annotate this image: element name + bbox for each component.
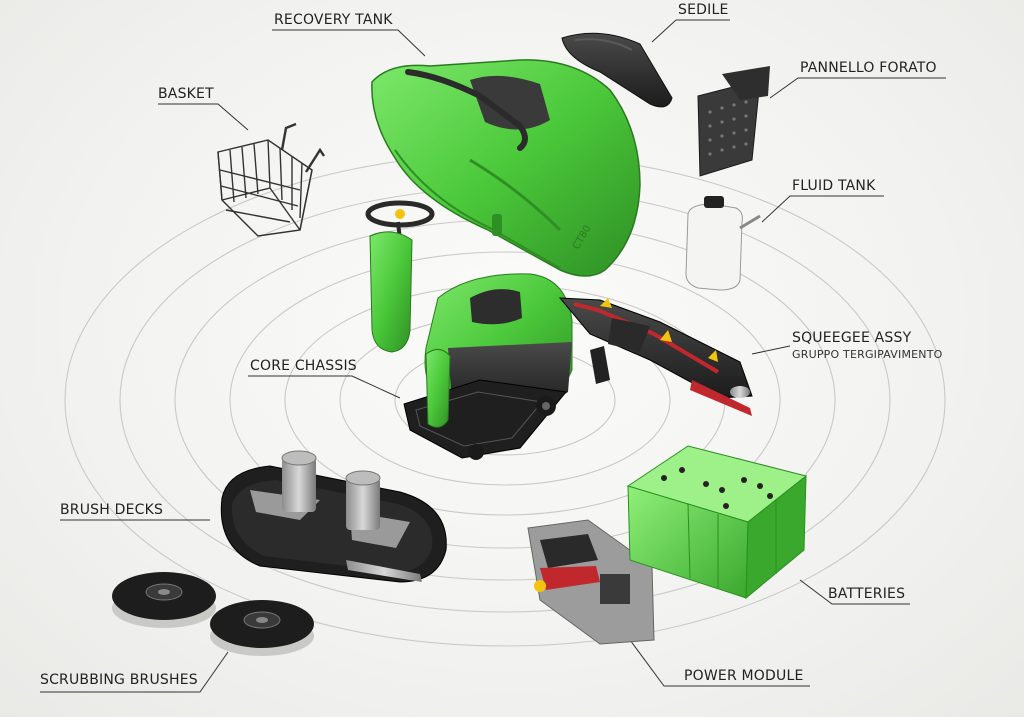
leader-recovery-tank xyxy=(272,29,426,57)
label-gruppo-tergipavimento: GRUPPO TERGIPAVIMENTO xyxy=(792,348,943,361)
fluid-tank-part xyxy=(685,196,761,291)
leader-sedile-diag xyxy=(651,19,677,43)
label-basket: BASKET xyxy=(158,86,214,102)
leader-power xyxy=(629,639,810,687)
label-recovery-tank: RECOVERY TANK xyxy=(274,12,393,28)
batteries-part xyxy=(626,445,808,600)
sedile-part xyxy=(561,32,673,108)
recovery-tank-part: CT80 xyxy=(371,59,641,277)
scrubbing-brushes-part xyxy=(112,572,314,656)
label-sedile: SEDILE xyxy=(678,2,729,18)
leader-fluid-tank xyxy=(761,195,884,223)
leader-core xyxy=(248,375,401,399)
orbit-ring xyxy=(229,251,781,549)
label-pannello-forato: PANNELLO FORATO xyxy=(800,60,937,76)
leader-lines xyxy=(40,19,946,693)
leader-basket xyxy=(158,103,249,131)
label-core-chassis: CORE CHASSIS xyxy=(250,358,357,374)
label-brush-decks: BRUSH DECKS xyxy=(60,502,164,518)
leader-scrubbing xyxy=(40,651,229,693)
label-power-module: POWER MODULE xyxy=(684,668,804,684)
label-fluid-tank: FLUID TANK xyxy=(792,178,876,194)
power-module-part xyxy=(527,519,655,645)
label-scrubbing-brushes: SCRUBBING BRUSHES xyxy=(40,672,198,688)
leader-squeegee xyxy=(751,345,791,355)
steering-column-part xyxy=(365,200,435,353)
core-chassis-part xyxy=(403,273,573,460)
brush-decks-part xyxy=(220,450,447,583)
leader-pannello xyxy=(769,77,946,99)
basket-part xyxy=(217,122,325,237)
label-squeegee-assy: SQUEEGEE ASSY xyxy=(792,330,912,346)
pannello-forato-part xyxy=(697,66,770,177)
label-batteries: BATTERIES xyxy=(828,586,906,602)
squeegee-assy-part xyxy=(558,297,753,416)
leader-batteries xyxy=(799,579,910,605)
